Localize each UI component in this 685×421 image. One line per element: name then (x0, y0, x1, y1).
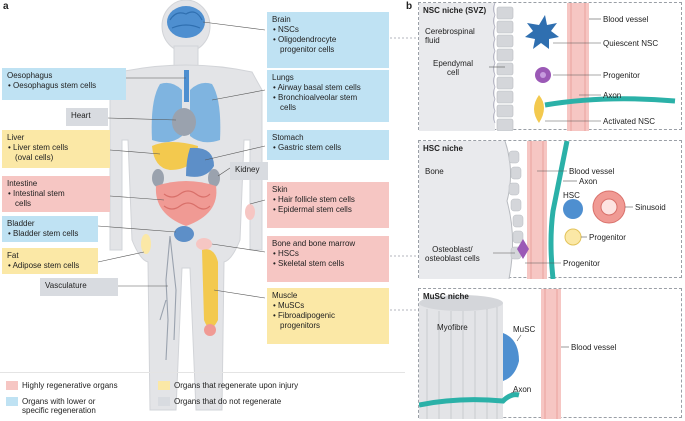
osteoblast-cell (517, 239, 529, 259)
hsc-niche-title: HSC niche (423, 144, 464, 153)
liver-organ (152, 142, 198, 170)
legend: Highly regenerative organs Organs that r… (0, 372, 405, 421)
label-musc-blood-vessel: Blood vessel (571, 343, 617, 352)
legend-label-yellow: Organs that regenerate upon injury (174, 381, 299, 390)
hsc-progenitor-cell (564, 228, 582, 246)
panel-b-letter: b (406, 1, 413, 12)
label-intestine: Intestine • Intestinal stem cells (2, 176, 110, 212)
vasculature-vessels (159, 235, 177, 361)
label-hsc-progenitor-top: Progenitor (589, 233, 626, 242)
legend-label-grey: Organs that do not regenerate (174, 397, 282, 406)
label-nsc-axon: Axon (603, 91, 622, 100)
label-hsc: HSC (563, 191, 580, 200)
label-hsc-progenitor-bottom: Progenitor (563, 259, 600, 268)
fat-deposit (141, 234, 151, 254)
label-nsc-blood-vessel: Blood vessel (603, 15, 649, 24)
musc-niche-panel: MuSC niche Myofibre MuSC Blood vessel Ax… (418, 288, 682, 419)
oesophagus-organ (184, 70, 189, 102)
kidney-left (152, 169, 164, 187)
musc-cell (503, 333, 519, 381)
label-hsc-axon: Axon (579, 177, 598, 186)
label-oesophagus: Oesophagus • Oesophagus stem cells (2, 68, 126, 100)
nsc-axon (544, 96, 676, 108)
musc-niche-illustration (419, 289, 569, 419)
label-stomach: Stomach • Gastric stem cells (267, 130, 389, 160)
bladder-organ (174, 226, 194, 242)
kidney-right (208, 169, 220, 187)
nsc-niche-panel: NSC niche (SVZ) Cerebrospinal fluid Epen… (418, 2, 682, 131)
hsc-axon (548, 141, 570, 279)
hsc-niche-illustration (419, 141, 633, 279)
label-fat: Fat • Adipose stem cells (2, 248, 98, 274)
stomach-organ (186, 147, 214, 177)
label-bladder: Bladder • Bladder stem cells (2, 216, 98, 242)
brain-organ (167, 6, 205, 38)
label-osteoblast: Osteoblast/ osteoblast cells (425, 245, 480, 263)
label-sinusoid: Sinusoid (635, 203, 666, 212)
label-muscle: Muscle • MuSCs • Fibroadipogenic progeni… (267, 288, 389, 344)
musc-niche-title: MuSC niche (423, 292, 469, 301)
label-musc: MuSC (513, 325, 536, 334)
label-quiescent-nsc: Quiescent NSC (603, 39, 659, 48)
label-musc-axon: Axon (513, 385, 532, 394)
nsc-niche-illustration (419, 3, 676, 131)
activated-nsc-cell (534, 95, 544, 123)
label-skin: Skin • Hair follicle stem cells • Epider… (267, 182, 389, 228)
hsc-cell (563, 199, 583, 219)
heart-organ (172, 108, 196, 136)
legend-label-red: Highly regenerative organs (22, 381, 118, 390)
legend-swatch-grey (158, 397, 170, 406)
label-nsc-progenitor: Progenitor (603, 71, 640, 80)
label-brain: Brain • NSCs • Oligodendrocyte progenito… (267, 12, 389, 68)
label-activated-nsc: Activated NSC (603, 117, 656, 126)
label-vasculature: Vasculature (40, 278, 118, 296)
skin-patch (245, 204, 255, 220)
legend-label-blue: Organs with lower or specific regenerati… (22, 397, 96, 415)
label-lungs: Lungs • Airway basal stem cells • Bronch… (267, 70, 389, 122)
muscle-organ (202, 249, 218, 328)
label-liver: Liver • Liver stem cells (oval cells) (2, 130, 110, 168)
label-csf: Cerebrospinal fluid (425, 27, 475, 45)
legend-swatch-red (6, 381, 18, 390)
label-myofibre: Myofibre (437, 323, 468, 332)
connector-lines (97, 21, 266, 299)
hsc-niche-panel: HSC niche Bone Blood vessel Axon HSC Sin… (418, 140, 682, 279)
intestine-organ (155, 181, 217, 226)
label-hsc-blood-vessel: Blood vessel (569, 167, 615, 176)
panel-a-letter: a (3, 1, 9, 12)
legend-swatch-yellow (158, 381, 170, 390)
bone-marrow (196, 238, 212, 250)
label-bone-and-marrow: Bone and bone marrow • HSCs • Skeletal s… (267, 236, 389, 282)
label-heart: Heart (66, 108, 108, 126)
musc-axon (419, 392, 520, 408)
label-bone: Bone (425, 167, 444, 176)
quiescent-nsc-cell (525, 15, 559, 49)
label-ependymal: Ependymal cell (433, 59, 474, 77)
label-kidney: Kidney (230, 162, 268, 180)
legend-swatch-blue (6, 397, 18, 406)
nsc-niche-title: NSC niche (SVZ) (423, 6, 487, 15)
